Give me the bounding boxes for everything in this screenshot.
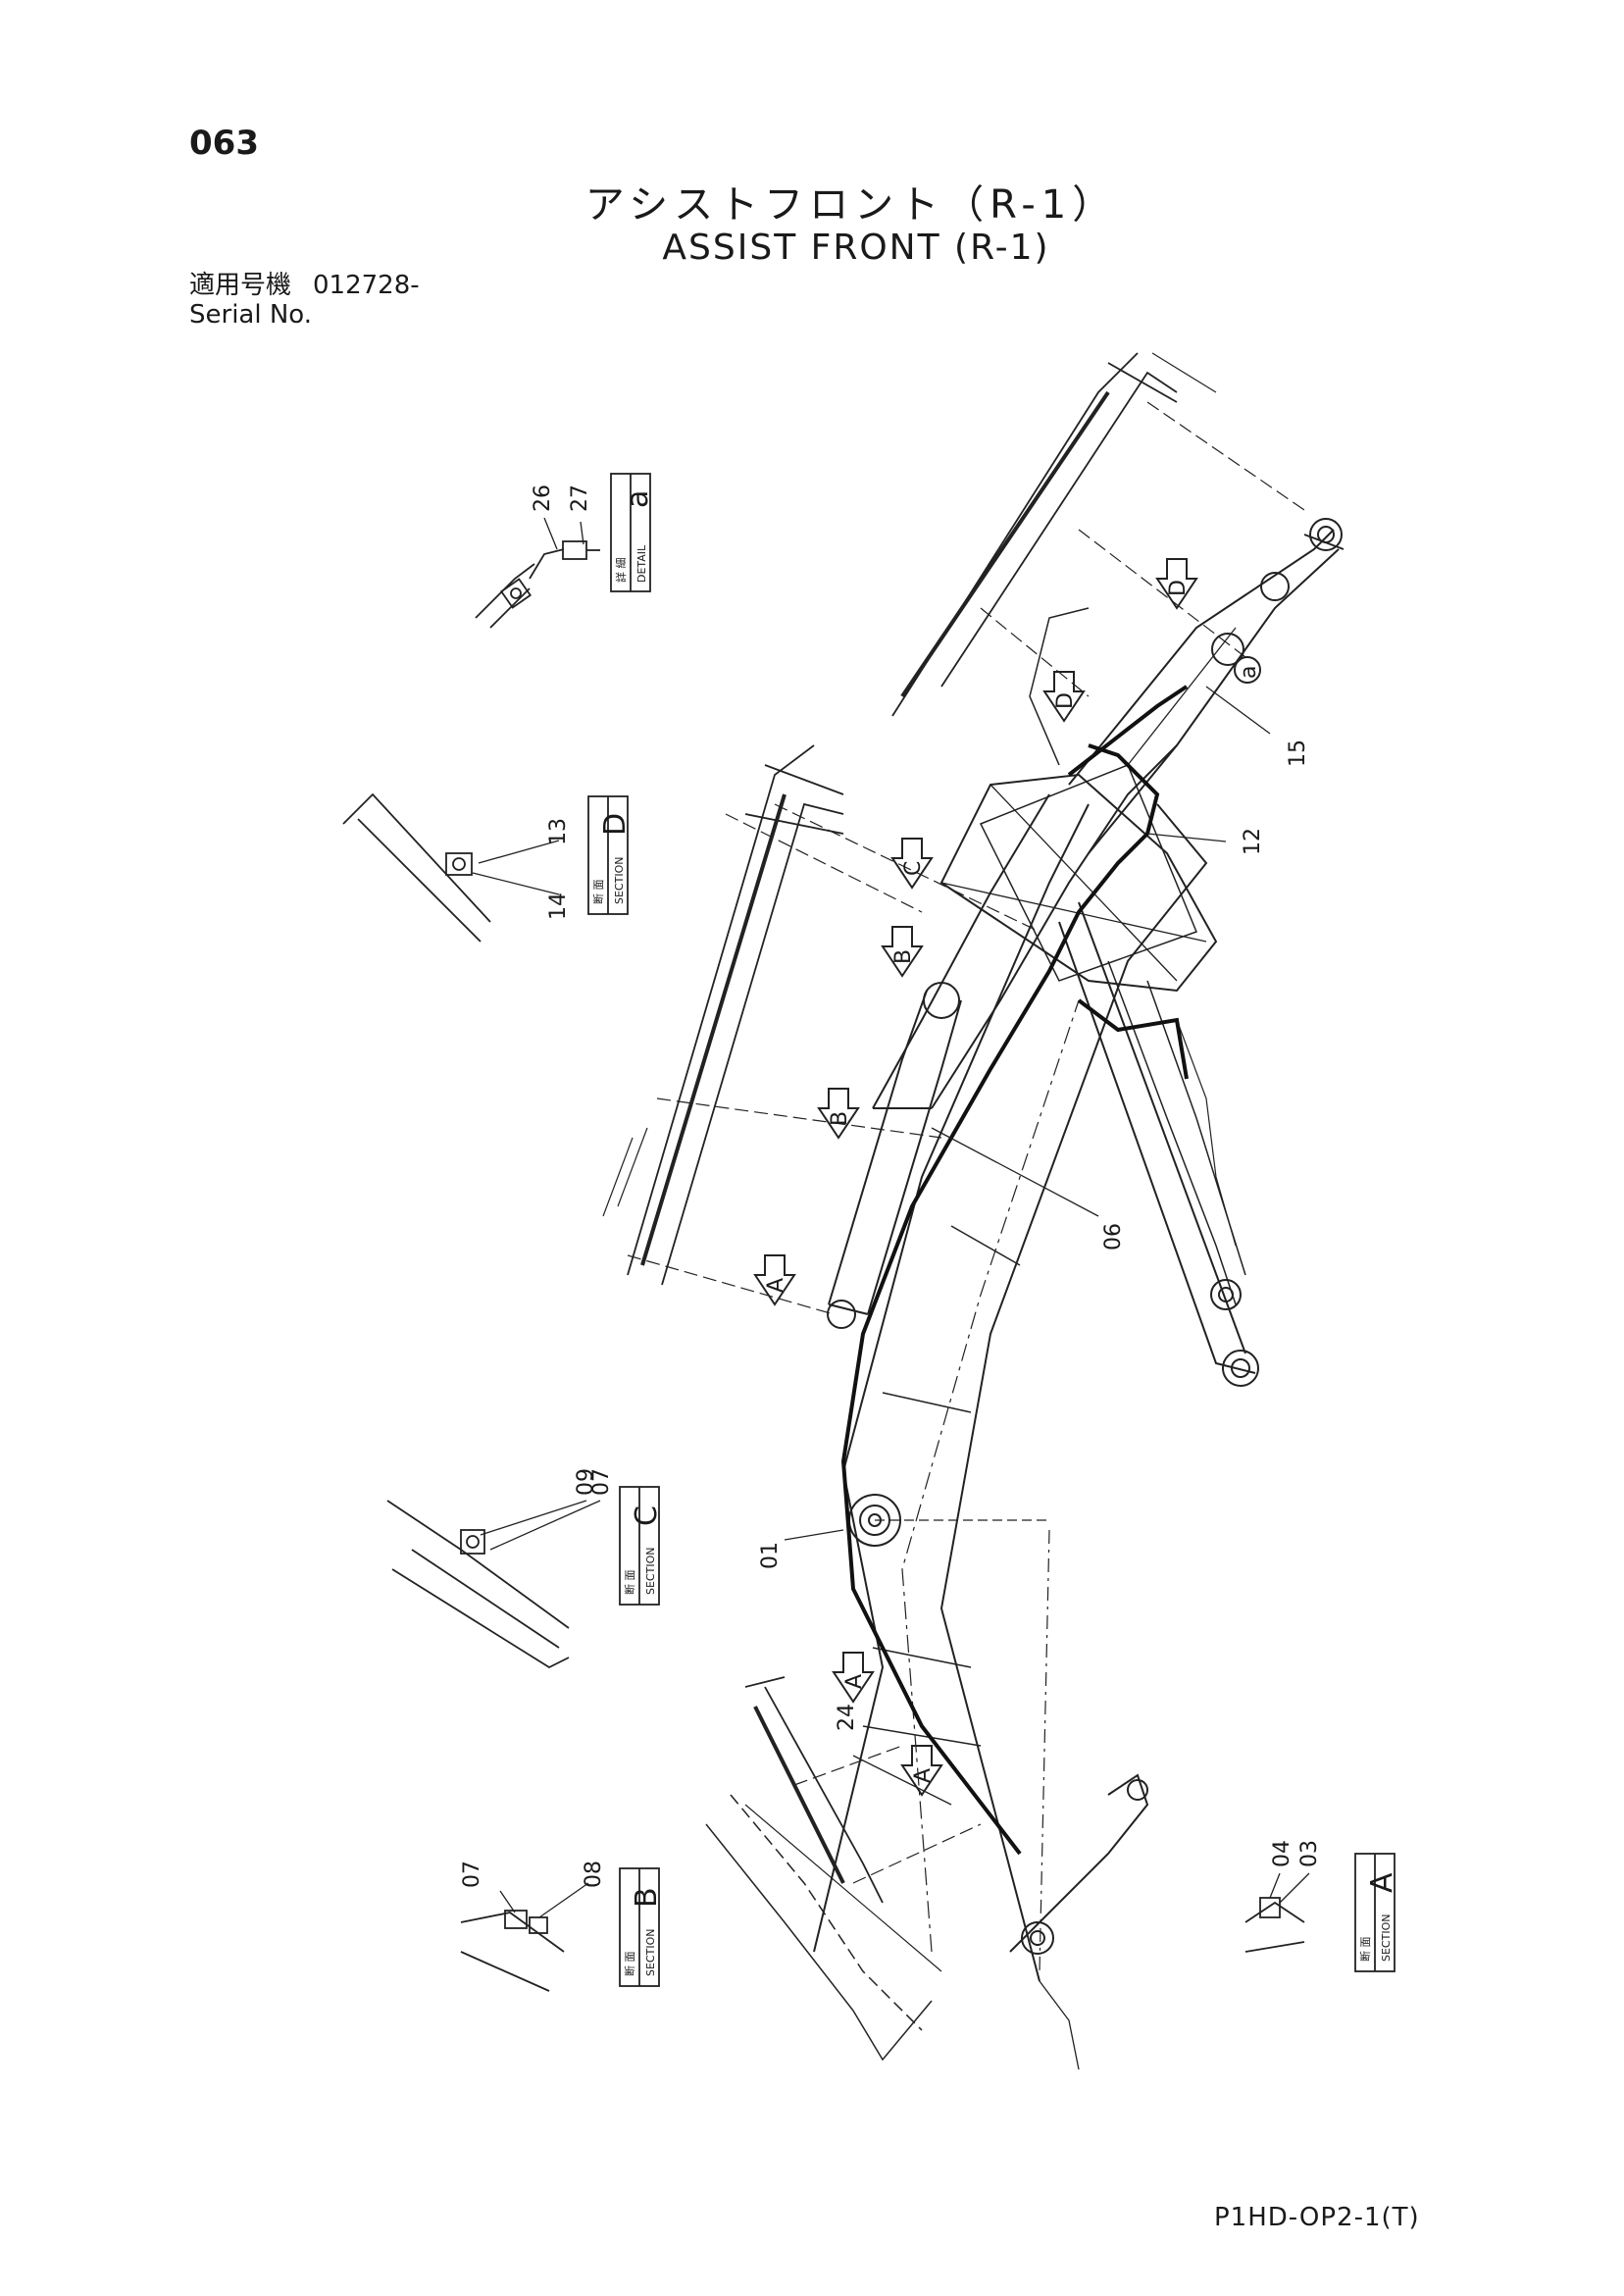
title-english: ASSIST FRONT (R-1) — [662, 228, 1050, 268]
part-label-12: 12 — [1241, 828, 1265, 855]
part-number-labels: 26 27 13 14 09 07 07 08 04 03 15 12 06 0… — [460, 485, 1322, 1888]
section-b-word: SECTION — [644, 1929, 657, 1976]
serial-value: 012728- — [313, 271, 420, 300]
leader-lines — [472, 517, 1310, 1918]
projection-lines — [627, 401, 1305, 1884]
part-label-09: 09 — [574, 1468, 598, 1496]
section-d-word: SECTION — [613, 857, 626, 904]
boom-aux-view-left — [602, 744, 844, 1286]
part-label-15: 15 — [1286, 740, 1310, 767]
serial-label-en: Serial No. — [189, 300, 312, 330]
section-b-kanji: 断 面 — [623, 1952, 636, 1977]
section-d-letter: D — [598, 813, 633, 836]
detail-a-word: DETAIL — [635, 544, 648, 583]
detail-a-kanji: 詳 細 — [614, 558, 628, 584]
page-number: 063 — [189, 124, 259, 163]
section-a-kanji: 断 面 — [1358, 1937, 1372, 1963]
view-arrow-letter-a1: A — [764, 1278, 788, 1293]
view-arrow-letter-a2: A — [842, 1674, 867, 1689]
part-label-27: 27 — [568, 485, 592, 512]
section-b-letter: B — [630, 1887, 664, 1908]
part-label-08: 08 — [582, 1861, 606, 1888]
section-b-label: 断 面 SECTION B — [623, 1887, 664, 1976]
view-arrow-letter-c1: C — [901, 861, 926, 876]
part-label-26: 26 — [531, 485, 555, 512]
detail-a-letter: a — [621, 490, 655, 508]
section-b-view — [460, 1910, 565, 1992]
section-c-letter: C — [630, 1505, 664, 1526]
section-d-kanji: 断 面 — [591, 880, 605, 905]
part-label-13: 13 — [546, 818, 571, 845]
section-d-label: 断 面 SECTION D — [591, 813, 633, 904]
section-c-label: 断 面 SECTION C — [623, 1505, 664, 1595]
serial-label-jp: 適用号機 — [189, 271, 292, 300]
section-c-word: SECTION — [644, 1548, 657, 1595]
part-label-01: 01 — [758, 1542, 783, 1569]
main-boom — [813, 803, 1208, 1982]
part-label-06: 06 — [1101, 1223, 1126, 1250]
detail-a-view — [475, 540, 600, 629]
part-label-07-c: 07 — [589, 1468, 614, 1496]
serial-number-block: 適用号機 012728- Serial No. — [189, 271, 420, 330]
document-code: P1HD-OP2-1(T) — [1214, 2203, 1420, 2232]
boom-head-bracket — [939, 773, 1218, 993]
part-label-07-b: 07 — [460, 1861, 484, 1888]
view-arrow-letter-d1: D — [1053, 692, 1078, 709]
detail-a-label: 詳 細 DETAIL a — [614, 490, 655, 583]
section-box-outlines — [587, 473, 1396, 1987]
detail-callout-letter-a: a — [1237, 666, 1261, 679]
base-frame — [705, 1794, 1080, 2070]
part-label-14: 14 — [546, 893, 571, 920]
arm — [1029, 518, 1345, 854]
view-arrow-letter-b2: B — [891, 949, 916, 964]
section-c-kanji: 断 面 — [623, 1570, 636, 1596]
view-arrow-letter-a3: A — [911, 1768, 936, 1783]
section-d-view — [342, 792, 491, 943]
part-label-24: 24 — [835, 1704, 859, 1731]
part-label-03: 03 — [1297, 1840, 1322, 1867]
section-a-letter: A — [1365, 1872, 1399, 1893]
boom-foot — [848, 1494, 1149, 1972]
boom-cylinder — [827, 982, 962, 1329]
section-a-label: 断 面 SECTION A — [1358, 1872, 1399, 1962]
section-a-word: SECTION — [1380, 1914, 1393, 1962]
view-arrow-letter-d2: D — [1166, 580, 1191, 596]
title-japanese: アシストフロント（R-1） — [584, 182, 1118, 228]
view-arrow-letter-b1: B — [828, 1111, 852, 1126]
part-label-04: 04 — [1270, 1840, 1294, 1867]
section-a-view — [1244, 1897, 1305, 1953]
hose-route — [840, 685, 1189, 1856]
base-aux-view — [744, 1676, 884, 1904]
upper-boom — [872, 744, 1197, 1109]
view-arrows — [753, 558, 1261, 1797]
view-arrow-letters: A A A B B C D D a — [764, 580, 1261, 1783]
arm-aux-view-top — [891, 352, 1217, 717]
section-c-view — [386, 1500, 570, 1669]
arm-cylinder — [1058, 901, 1259, 1387]
